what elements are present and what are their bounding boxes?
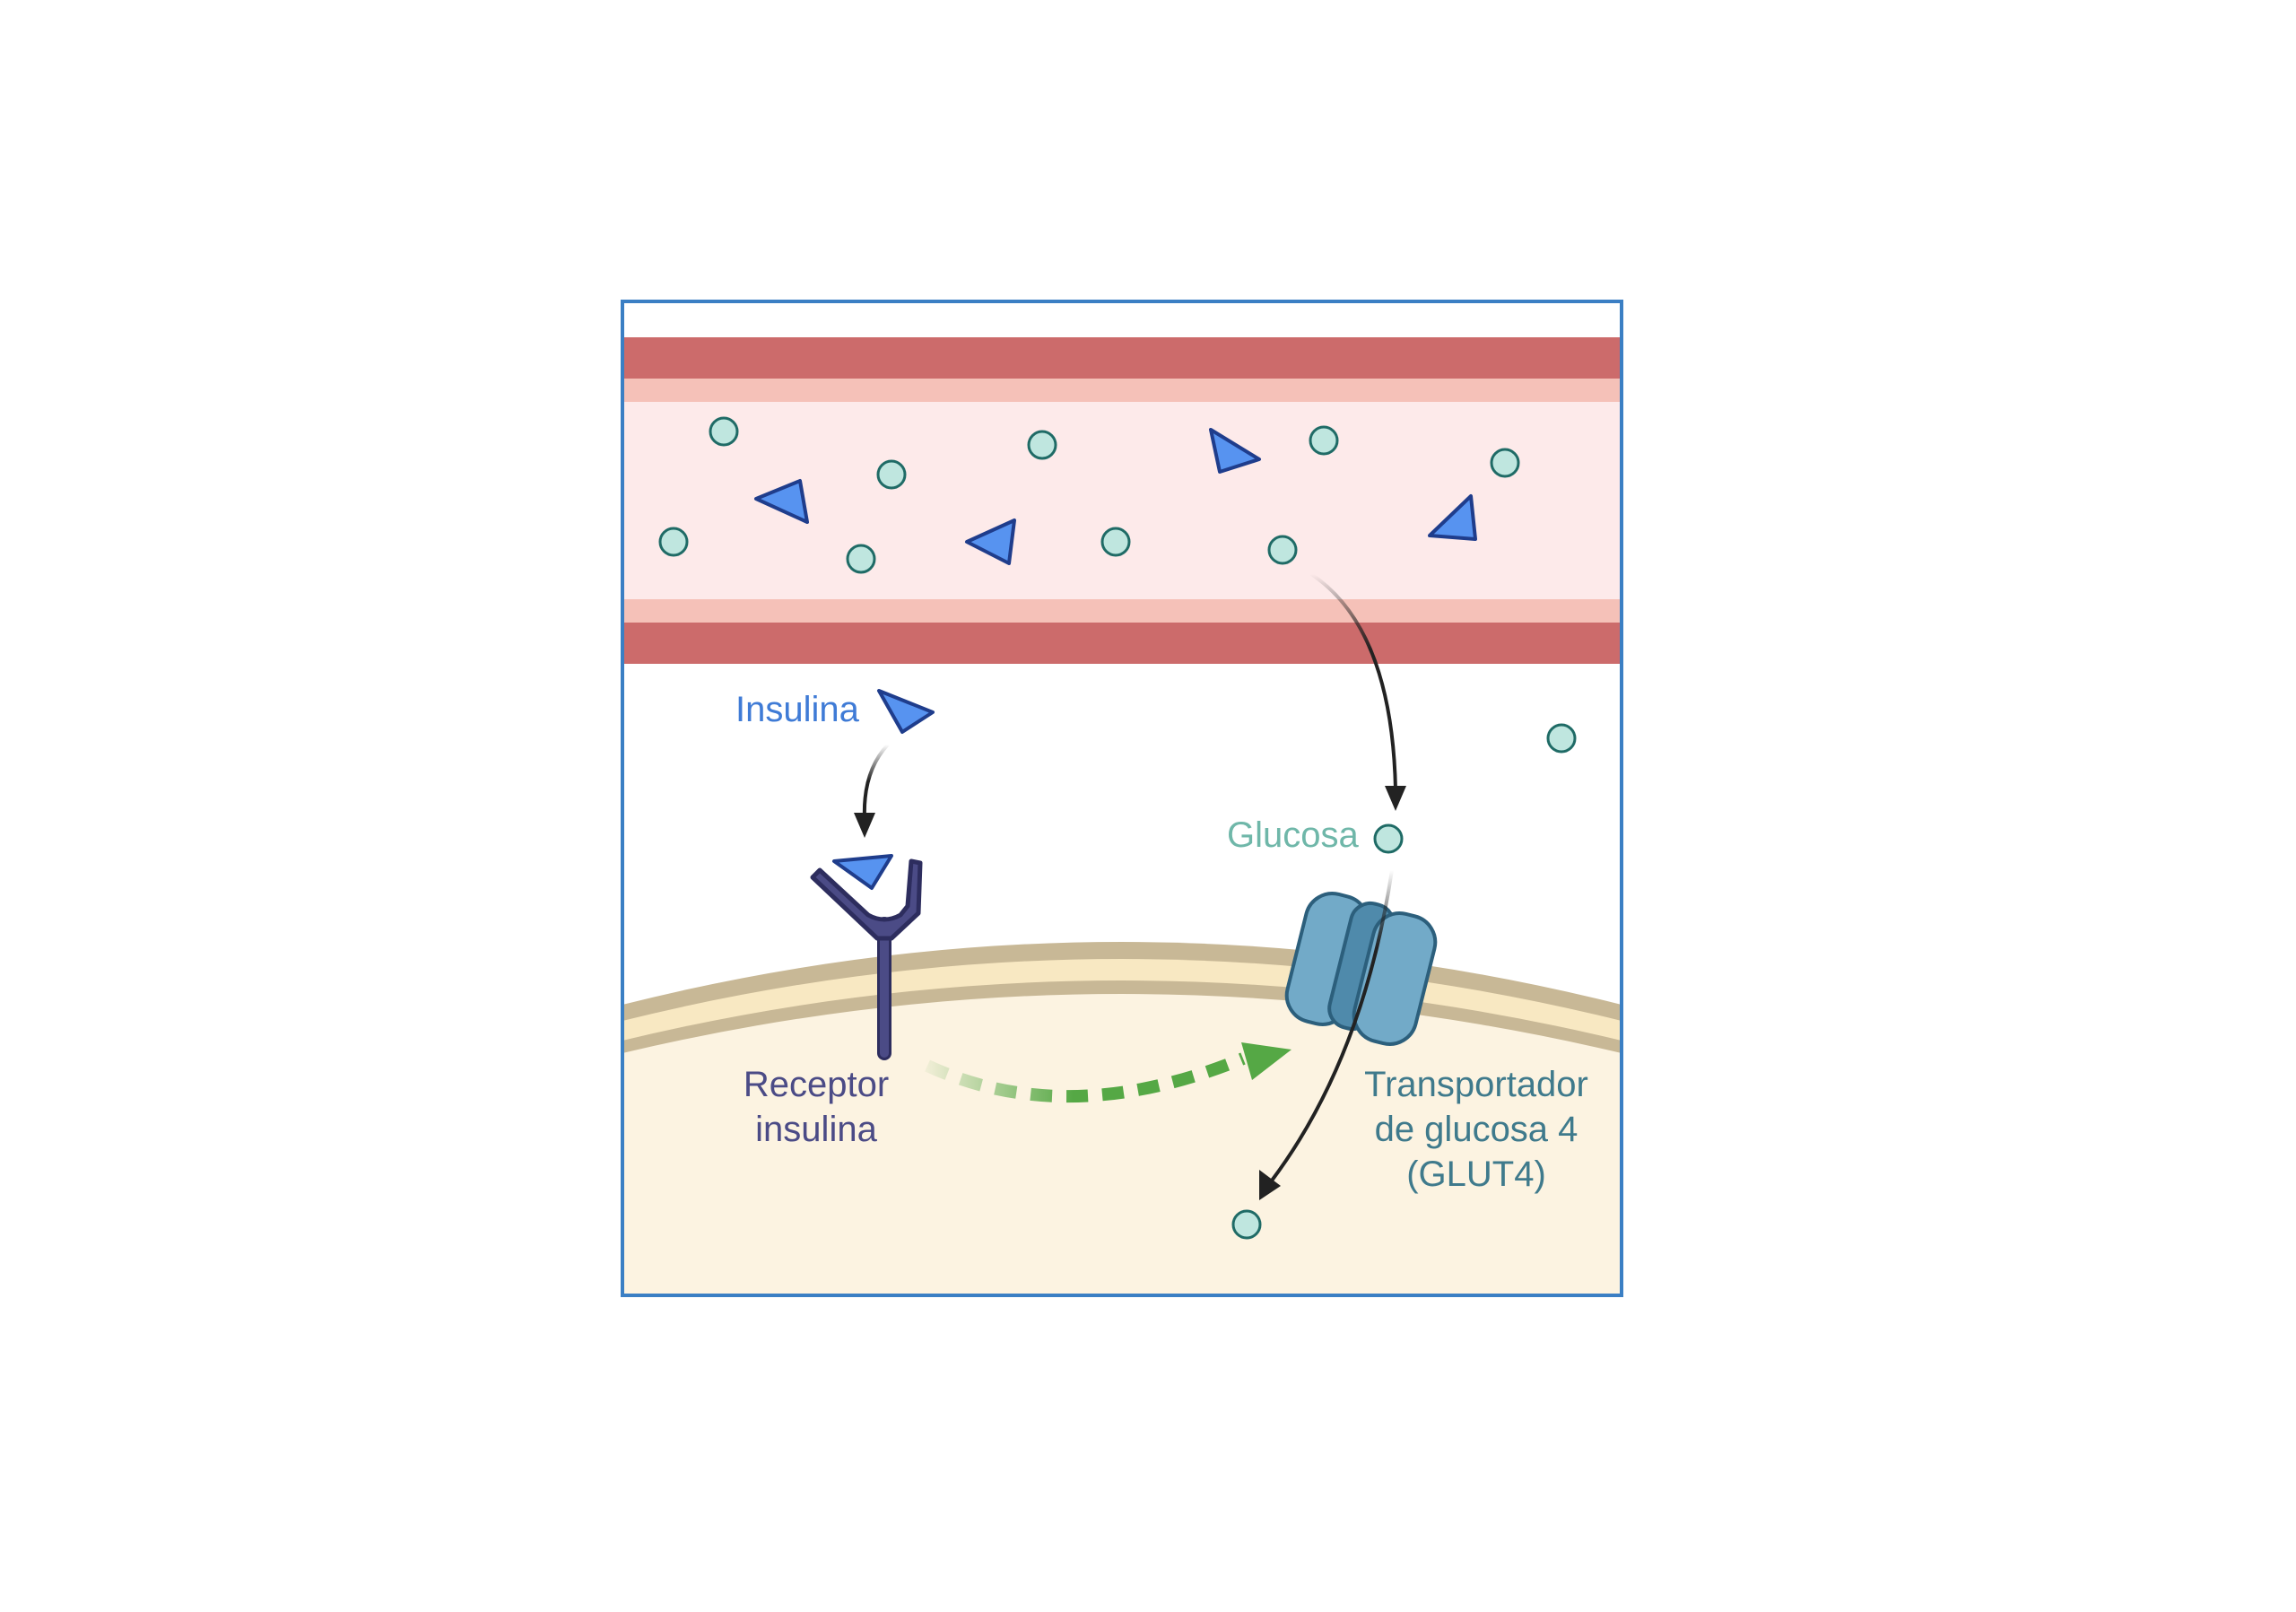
- cytoplasm: [622, 994, 1622, 1295]
- glucose-molecule: [876, 459, 907, 490]
- process-arrows: [854, 572, 1406, 1200]
- insulin-molecule: [754, 479, 809, 524]
- glucose-molecule: [658, 527, 689, 557]
- insulin-receptor: [810, 858, 923, 1060]
- glucose-molecule: [1267, 535, 1298, 565]
- receptor-label-line2: insulina: [755, 1110, 877, 1149]
- glut4-label-line1: Transportador: [1364, 1065, 1588, 1104]
- insulin-molecule: [1428, 494, 1477, 541]
- insulin-molecule: [877, 689, 935, 734]
- insulin-binding-arrow: [862, 743, 890, 819]
- glucose-molecule: [709, 416, 739, 447]
- insulin-binding-arrowhead: [854, 813, 875, 838]
- glucose-molecule: [1231, 1209, 1262, 1240]
- glucose-molecule: [1490, 448, 1520, 478]
- glucose-uptake-arrowhead: [1259, 1170, 1281, 1200]
- glucose-molecule: [1309, 425, 1339, 456]
- signal-arrowhead: [1241, 1042, 1292, 1080]
- glucose-exit-arrowhead: [1385, 786, 1406, 811]
- glucose-exit-arrow: [1309, 572, 1397, 790]
- insulin-molecule: [965, 518, 1016, 565]
- glucose-molecule: [1546, 723, 1577, 754]
- insulin-bound-to-receptor: [832, 854, 893, 890]
- glucose-molecule: [1027, 430, 1057, 460]
- glucose-molecule: [1100, 527, 1131, 557]
- insulin-label: Insulina: [735, 690, 860, 729]
- diagram-frame: [621, 300, 1623, 1297]
- glucose-uptake-arrow: [1270, 869, 1394, 1182]
- insulin-molecules: [754, 428, 1477, 890]
- glut4-subunit: [1352, 911, 1438, 1046]
- glucose-molecule: [1373, 823, 1404, 854]
- glucose-label: Glucosa: [1227, 815, 1359, 855]
- glut4-label-line3: (GLUT4): [1406, 1155, 1546, 1194]
- receptor-fork: [810, 858, 923, 941]
- signal-arrow: [925, 1052, 1246, 1103]
- glucose-molecule: [846, 544, 876, 574]
- receptor-label-line1: Receptor: [744, 1065, 889, 1104]
- glucose-molecules: [658, 416, 1577, 1240]
- glut4-transporter: [1284, 892, 1438, 1046]
- glut4-label-line2: de glucosa 4: [1375, 1110, 1578, 1149]
- insulin-molecule: [1209, 428, 1261, 474]
